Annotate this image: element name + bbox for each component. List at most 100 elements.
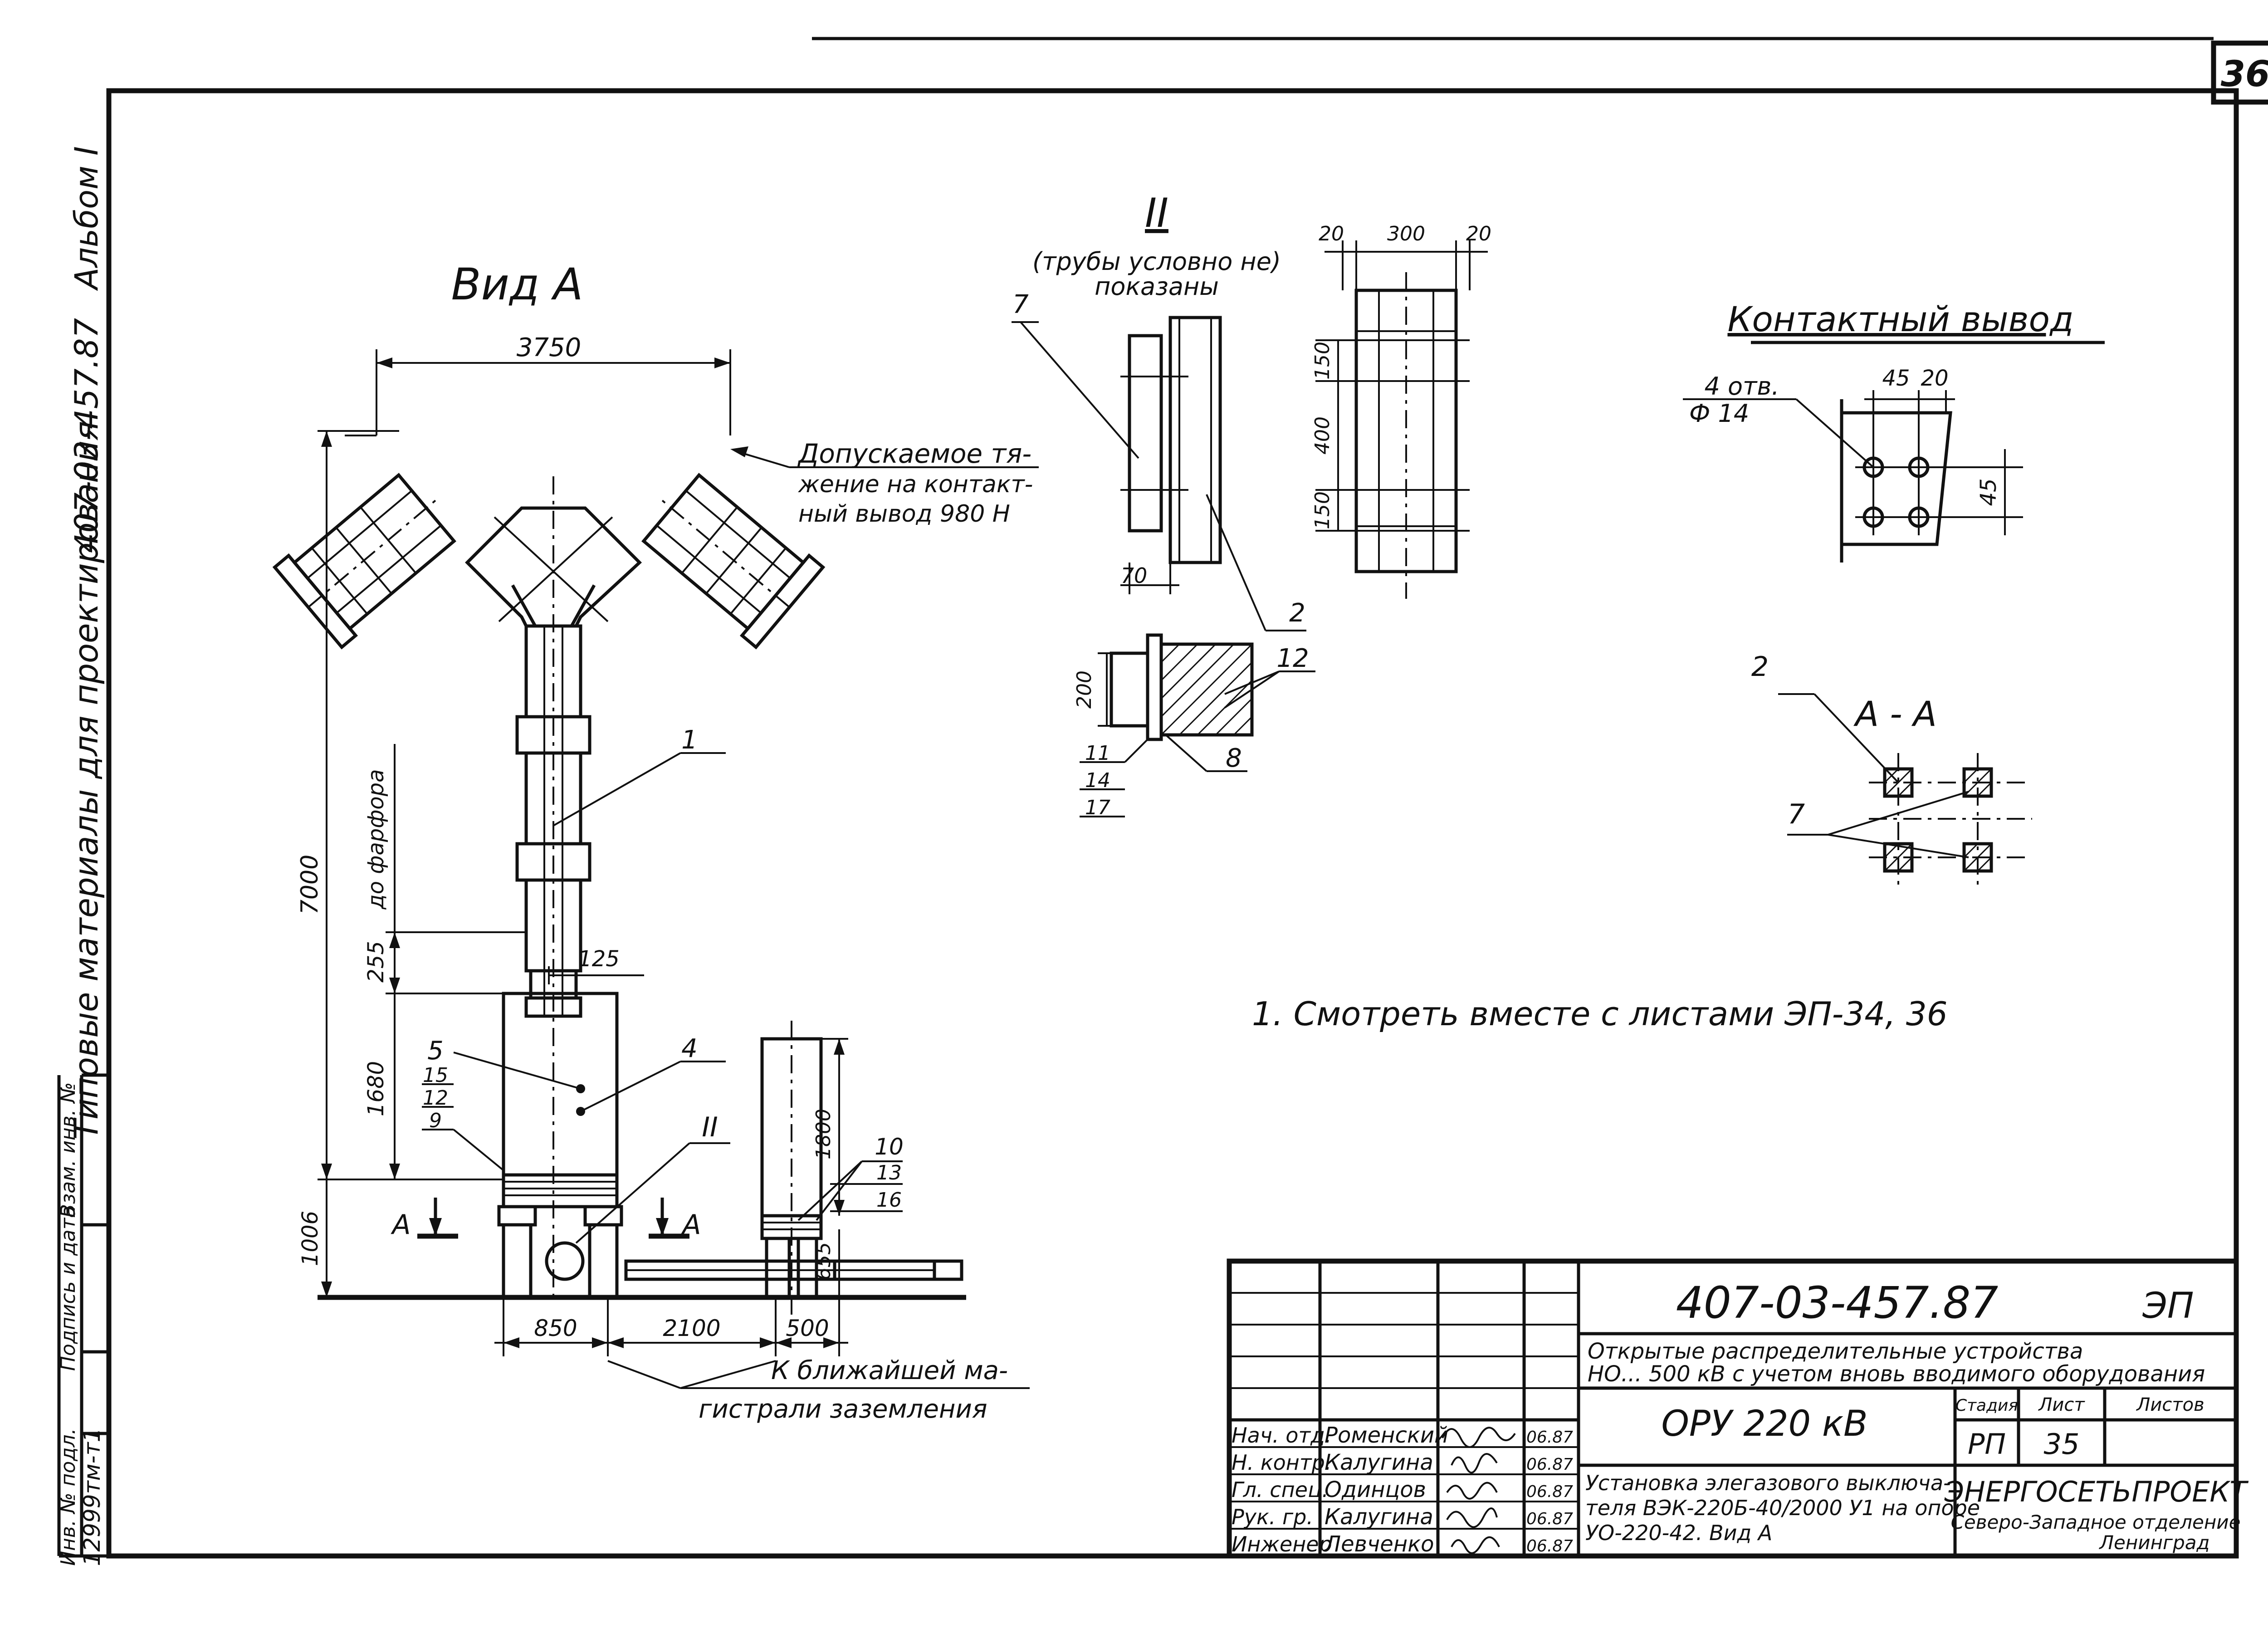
detail-callout-17: 17: [1085, 796, 1110, 819]
callout-4: 4: [681, 1034, 698, 1063]
dim-side-150-bottom: 150: [1311, 491, 1334, 529]
breaker-head: [272, 473, 826, 1297]
porcelain-column: [515, 624, 591, 1018]
tension-note-line3: ный вывод 980 Н: [798, 500, 1010, 528]
signature: [1446, 1507, 1498, 1528]
staff-name: Калугина: [1325, 1504, 1433, 1530]
section-aa-title: А - А: [1853, 694, 1937, 734]
detail-callout-8: 8: [1226, 744, 1242, 773]
dim-1800-label: 1800: [812, 1109, 835, 1159]
sheets-header: Листов: [2136, 1394, 2204, 1415]
dim-side-150-top: 150: [1311, 342, 1334, 380]
callout-5: 5: [427, 1036, 444, 1066]
leaders-view-a: [345, 435, 1039, 1389]
doc-code: 407-03-457.87: [1676, 1277, 1999, 1328]
staff-date: 06.87: [1526, 1428, 1573, 1447]
sheet-title-1: Установка элегазового выключа-: [1585, 1471, 1951, 1495]
section-a-left: А: [390, 1209, 411, 1241]
detail-ii-title: II: [1145, 190, 1168, 236]
dim-1006-label: 1006: [298, 1211, 323, 1266]
staff-role: Нач. отд.: [1232, 1423, 1332, 1448]
general-note: 1. Смотреть вместе с листами ЭП-34, 36: [1252, 995, 1948, 1033]
sheet-title-3: УО-220-42. Вид А: [1585, 1521, 1772, 1545]
callout-12: 12: [423, 1086, 448, 1110]
staff-name: Калугина: [1325, 1450, 1433, 1475]
staff-name: Левченко: [1324, 1531, 1434, 1557]
signature: [1451, 1536, 1500, 1554]
staff-role: Инженер: [1232, 1532, 1332, 1556]
callout-16: 16: [876, 1189, 902, 1212]
dim-200-label: 200: [1073, 670, 1096, 709]
contact-hole-dia: Ф 14: [1689, 399, 1749, 428]
callout-15: 15: [423, 1064, 448, 1087]
detail-ii-subtitle-2: показаны: [1095, 272, 1219, 301]
contact-dim-45-side: 45: [1976, 478, 2001, 506]
staff-date: 06.87: [1526, 1482, 1573, 1501]
dim-3750-label: 3750: [517, 333, 582, 362]
callout-9: 9: [429, 1109, 442, 1132]
org-city: Ленинград: [2098, 1531, 2209, 1554]
detail-ii-front: [1012, 316, 1306, 631]
section-aa-callout-2: 2: [1751, 651, 1769, 683]
staff-role: Н. контр.: [1232, 1450, 1331, 1475]
album-label: Альбом I: [68, 146, 105, 291]
contact-holes: 4 отв.: [1704, 372, 1779, 401]
detail-ii-mark: II: [702, 1111, 718, 1143]
detail-ii-section: [1080, 633, 1315, 817]
tension-note-line1: Допускаемое тя-: [797, 438, 1031, 469]
dim-width-3750: [376, 349, 731, 435]
detail-callout-2: 2: [1289, 598, 1305, 628]
dim-to-porcelain-label: до фарфора: [363, 769, 389, 910]
section-aa-drawing: [1778, 693, 2032, 889]
title-block-grid: [1227, 1258, 2239, 1559]
side-stamp: [57, 1073, 109, 1558]
signature: [1451, 1453, 1498, 1474]
tension-note-line2: жение на контакт-: [798, 471, 1033, 498]
detail-callout-12: 12: [1276, 644, 1309, 673]
staff-date: 06.87: [1526, 1455, 1573, 1474]
view-a-title: Вид А: [451, 259, 583, 310]
dim-7000-label: 7000: [296, 855, 323, 915]
vertical-dims: [318, 430, 848, 1297]
section-a-right: А: [680, 1209, 701, 1241]
staff-name: Роменский: [1325, 1423, 1448, 1448]
bottom-dims: [494, 1297, 848, 1356]
side-title: Типовые материалы для проектирования: [67, 421, 105, 1140]
dim-655-label: 655: [812, 1242, 835, 1280]
dim-125-label: 125: [578, 946, 620, 972]
dim-500-label: 500: [786, 1315, 829, 1341]
org-name: ЭНЕРГОСЕТЬПРОЕКТ: [1944, 1475, 2249, 1508]
page-number: 36: [2221, 54, 2268, 95]
sheet-frame: [106, 37, 2268, 1559]
detail-ii-subtitle-1: (трубы условно не): [1032, 247, 1281, 276]
contact-dim-20: 20: [1921, 366, 1948, 391]
dim-top-20-left: 20: [1319, 222, 1344, 245]
staff-table: Нач. отд. Роменский 06.87 Н. контр. Калу…: [1232, 1423, 1573, 1557]
detail-callout-14: 14: [1085, 769, 1110, 792]
callout-10: 10: [875, 1134, 904, 1160]
staff-date: 06.87: [1526, 1537, 1573, 1556]
sheet-no-value: 35: [2044, 1428, 2080, 1461]
doc-mark: ЭП: [2142, 1286, 2194, 1326]
dim-top-20-right: 20: [1466, 222, 1491, 245]
staff-name: Одинцов: [1325, 1477, 1426, 1502]
project-line-1: Открытые распределительные устройства: [1588, 1339, 2083, 1364]
base-cabinet: [497, 992, 623, 1299]
grounding-note-line2: гистрали заземления: [699, 1394, 987, 1424]
dim-255-label: 255: [363, 941, 389, 983]
project-line-2: НО... 500 кВ с учетом вновь вводимого об…: [1588, 1361, 2205, 1387]
stage-value: РП: [1968, 1428, 2006, 1461]
dim-side-400: 400: [1311, 416, 1334, 455]
sheet-title-2: теля ВЭК-220Б-40/2000 У1 на опоре: [1585, 1496, 1980, 1520]
staff-role: Рук. гр.: [1232, 1505, 1313, 1529]
series-side-label: 407-03-457.87: [68, 318, 105, 553]
contact-dim-45-top: 45: [1882, 366, 1910, 391]
dim-850-label: 850: [534, 1315, 577, 1341]
side-field-sign: Подпись и дата: [57, 1206, 80, 1371]
grounding-note-line1: К ближайшей ма-: [771, 1356, 1008, 1385]
dim-top-300: 300: [1387, 222, 1425, 245]
inventory-number: 12999тм-т1: [79, 1428, 105, 1566]
sheet-header: Лист: [2038, 1394, 2085, 1415]
callout-13: 13: [876, 1161, 902, 1184]
